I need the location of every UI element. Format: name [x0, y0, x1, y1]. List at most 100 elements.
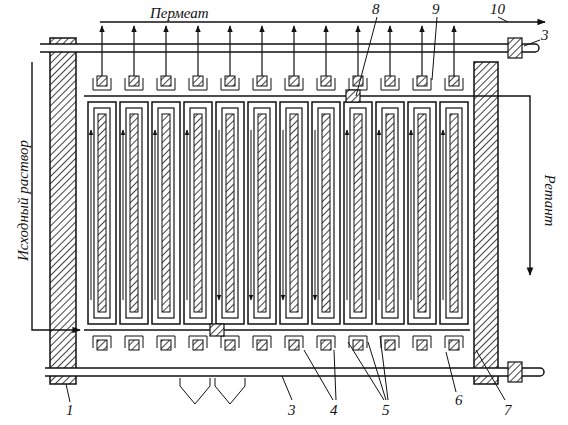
- membrane-holder: [126, 108, 142, 318]
- frame: [280, 102, 308, 324]
- callout-number: 6: [455, 393, 463, 408]
- permeate-outlet: [453, 26, 454, 76]
- flow-arrow: [123, 130, 124, 300]
- fitting-bracket: [317, 336, 335, 348]
- drainage-plate: [226, 114, 234, 312]
- frame: [248, 102, 276, 324]
- callout-number: 7: [504, 403, 512, 418]
- permeate-line: [100, 21, 545, 22]
- callout-number: 5: [382, 403, 390, 418]
- fitting-bracket: [381, 336, 399, 348]
- membrane-holder: [222, 108, 238, 318]
- membrane-holder: [286, 108, 302, 318]
- permeate-outlet: [421, 26, 422, 76]
- frame: [344, 102, 372, 324]
- drainage-plate: [290, 114, 298, 312]
- permeate-outlet: [197, 26, 198, 76]
- flow-arrow: [411, 130, 412, 300]
- fitting-bracket: [221, 336, 239, 348]
- fitting-bracket: [125, 336, 143, 348]
- bottom-fitting: [97, 340, 107, 350]
- flow-arrow: [315, 130, 316, 300]
- fitting-bracket: [93, 336, 111, 348]
- membrane-holder: [94, 108, 110, 318]
- bottom-fitting: [161, 340, 171, 350]
- callout-number: 1: [66, 403, 74, 418]
- fitting-bracket: [285, 78, 303, 90]
- bottom-fitting: [321, 340, 331, 350]
- permeate-outlet: [229, 26, 230, 76]
- drainage-plate: [386, 114, 394, 312]
- frame: [376, 102, 404, 324]
- frame: [440, 102, 468, 324]
- membrane-holder: [382, 108, 398, 318]
- frame: [312, 102, 340, 324]
- membrane-holder: [254, 108, 270, 318]
- drainage-plate: [258, 114, 266, 312]
- bottom-fitting: [449, 340, 459, 350]
- bottom-fitting: [385, 340, 395, 350]
- permeate-fitting: [225, 76, 235, 86]
- drainage-plate: [130, 114, 138, 312]
- frame: [216, 102, 244, 324]
- fitting-bracket: [253, 336, 271, 348]
- permeate-outlet: [133, 26, 134, 76]
- nut: [508, 362, 522, 382]
- fitting-bracket: [445, 78, 463, 90]
- drainage-plate: [354, 114, 362, 312]
- membrane-holder: [446, 108, 462, 318]
- permeate-fitting: [385, 76, 395, 86]
- fitting-bracket: [189, 336, 207, 348]
- bottom-fitting: [129, 340, 139, 350]
- callout-number: 8: [372, 2, 380, 17]
- frame: [184, 102, 212, 324]
- membrane-holder: [158, 108, 174, 318]
- drainage-plate: [194, 114, 202, 312]
- flow-arrow: [251, 130, 252, 300]
- permeate-outlet: [293, 26, 294, 76]
- flow-arrow: [379, 130, 380, 300]
- membrane-holder: [350, 108, 366, 318]
- flow-line: [32, 62, 530, 330]
- permeate-fitting: [449, 76, 459, 86]
- flow-arrow: [91, 130, 92, 300]
- permeate-outlet: [101, 26, 102, 76]
- fitting-bracket: [189, 78, 207, 90]
- permeate-fitting: [161, 76, 171, 86]
- fitting-bracket: [349, 336, 367, 348]
- flow-arrow: [219, 130, 220, 300]
- fitting-bracket: [413, 78, 431, 90]
- permeate-fitting: [129, 76, 139, 86]
- end-plate: [474, 62, 498, 384]
- end-plate: [50, 38, 76, 384]
- frame: [408, 102, 436, 324]
- permeate-outlet: [325, 26, 326, 76]
- fitting-bracket: [125, 78, 143, 90]
- flow-label: Исходный раствор: [17, 139, 32, 260]
- drainage-plate: [98, 114, 106, 312]
- fitting-bracket: [317, 78, 335, 90]
- permeate-fitting: [289, 76, 299, 86]
- frame: [120, 102, 148, 324]
- membrane-holder: [318, 108, 334, 318]
- permeate-fitting: [417, 76, 427, 86]
- callout-number: 4: [330, 403, 338, 418]
- permeate-outlet: [389, 26, 390, 76]
- flow-arrow: [187, 130, 188, 300]
- permeate-fitting: [353, 76, 363, 86]
- permeate-fitting: [321, 76, 331, 86]
- callout-number: 3: [541, 28, 549, 43]
- bottom-fitting: [417, 340, 427, 350]
- flow-arrow: [283, 130, 284, 300]
- fitting-bracket: [253, 78, 271, 90]
- fitting-bracket: [157, 336, 175, 348]
- bottom-fitting: [353, 340, 363, 350]
- frame: [152, 102, 180, 324]
- bottom-fitting: [289, 340, 299, 350]
- nut: [508, 38, 522, 58]
- membrane-holder: [414, 108, 430, 318]
- permeate-fitting: [257, 76, 267, 86]
- bracket: [180, 378, 245, 404]
